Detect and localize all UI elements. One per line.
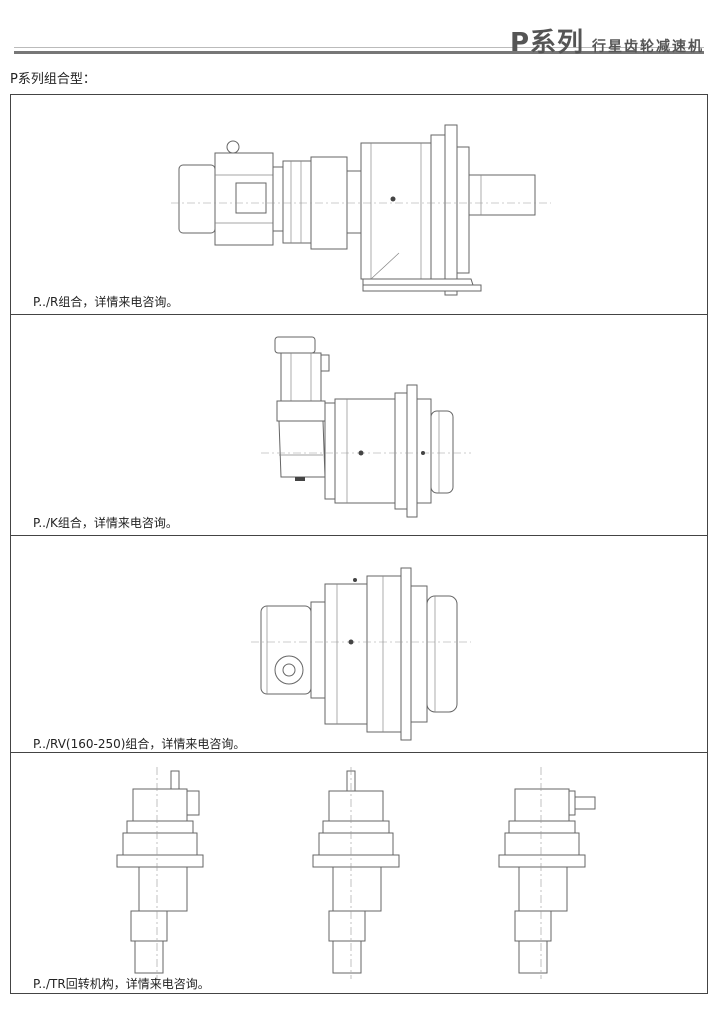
p-rv-gearbox-drawing: [251, 567, 471, 741]
slewing-unit-left: [116, 767, 204, 979]
slewing-unit-right: [498, 767, 596, 979]
header-divider: [14, 51, 704, 54]
panel-p-rv-combination: P../RV(160-250)组合，详情来电咨询。: [10, 535, 708, 753]
header-divider-thin: [14, 47, 704, 48]
section-title: P系列组合型：: [10, 72, 96, 87]
panel-p-tr-slewing: P../TR回转机构，详情来电咨询。: [10, 752, 708, 994]
p-tr-slewing-drawings: [116, 767, 596, 979]
page-header: P系列 行星齿轮减速机: [0, 0, 720, 60]
panel-caption: P../R组合，详情来电咨询。: [33, 295, 179, 309]
panel-caption: P../TR回转机构，详情来电咨询。: [33, 977, 210, 991]
series-subtitle: 行星齿轮减速机: [592, 39, 704, 55]
panel-caption: P../K组合，详情来电咨询。: [33, 516, 178, 530]
panel-caption: P../RV(160-250)组合，详情来电咨询。: [33, 737, 246, 751]
panel-p-k-combination: P../K组合，详情来电咨询。: [10, 314, 708, 536]
p-r-gearbox-drawing: [171, 124, 551, 296]
series-name: P系列: [509, 28, 584, 58]
panel-p-r-combination: P../R组合，详情来电咨询。: [10, 94, 708, 315]
p-k-gearbox-drawing: [261, 336, 471, 518]
series-title: P系列 行星齿轮减速机: [510, 22, 704, 59]
slewing-unit-center: [312, 767, 400, 979]
